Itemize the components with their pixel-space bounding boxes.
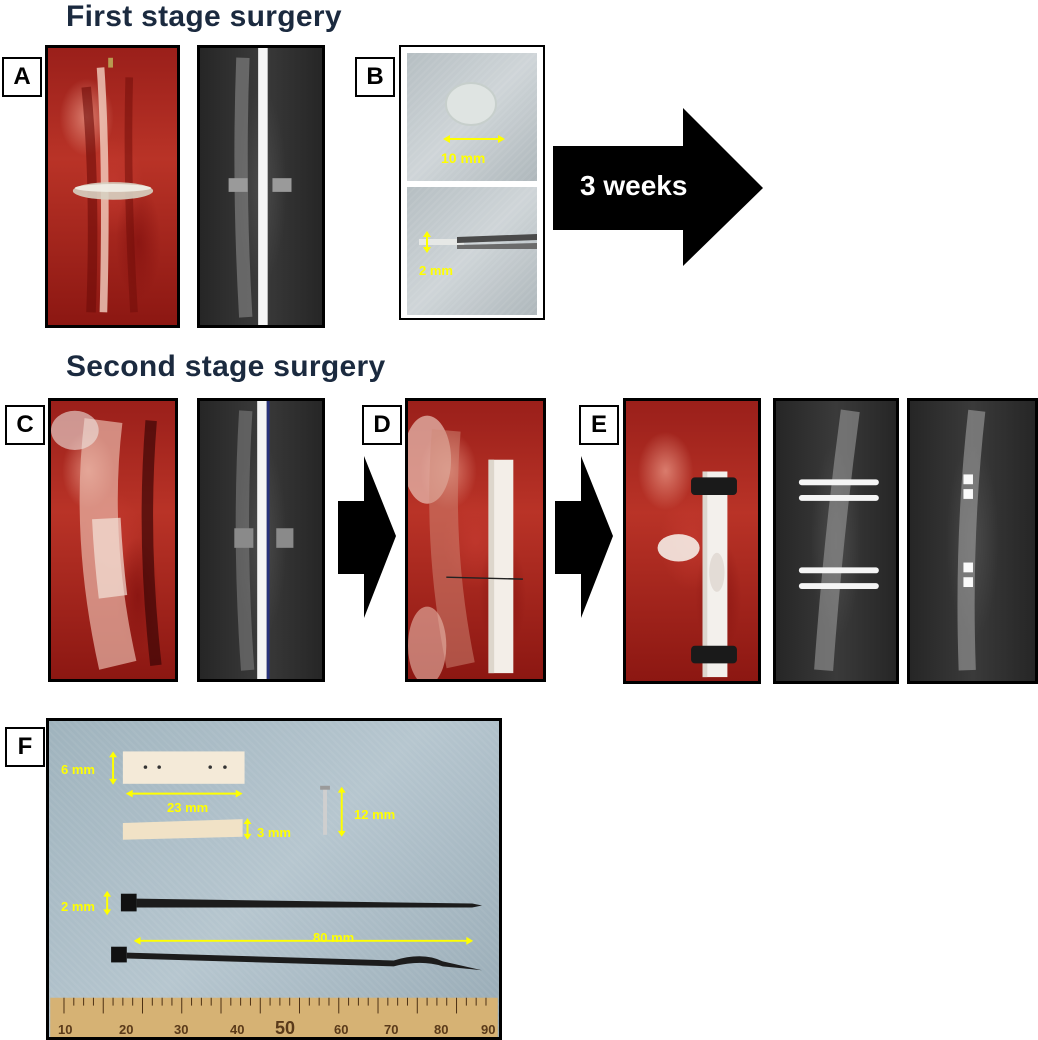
ruler-tick-20: 20 (119, 1022, 134, 1037)
panel-e-ct-sagittal (907, 398, 1038, 684)
panel-e-illustration (657, 471, 737, 678)
panel-b-spacer-top-photo (407, 53, 537, 181)
ruler-tick-80: 80 (434, 1022, 449, 1037)
tie-width-label: 2 mm (61, 899, 95, 914)
ruler-tick-90: 90 (481, 1022, 496, 1037)
panel-a-label: A (2, 57, 42, 97)
panel-e-surgical-photo (623, 398, 761, 684)
panel-b-label: B (355, 57, 395, 97)
stage2-arrow-2 (555, 456, 613, 618)
three-weeks-arrow (553, 108, 763, 266)
panel-c-ct-scan (197, 398, 325, 682)
panel-a-illustration (72, 57, 154, 313)
panel-a-ct-scan (197, 45, 325, 328)
tie-length-label: 80 mm (313, 930, 355, 945)
ct-scan-c-illustration (234, 401, 294, 679)
panel-e-ct-coronal (773, 398, 899, 684)
spacer-side-illustration (419, 231, 537, 253)
ruler-tick-40: 40 (230, 1022, 245, 1037)
panel-d-label: D (362, 405, 402, 445)
spacer-disc-illustration (443, 82, 505, 143)
stage2-arrow-1 (338, 456, 396, 618)
panel-d-surgical-photo (405, 398, 546, 682)
ruler-tick-10: 10 (58, 1022, 73, 1037)
ruler-tick-50: 50 (275, 1018, 296, 1038)
ruler-tick-70: 70 (384, 1022, 399, 1037)
panel-f-label: F (5, 727, 45, 767)
panel-c-illustration (51, 410, 162, 670)
spacer-thickness-label: 2 mm (419, 263, 453, 278)
panel-f-illustration (50, 751, 498, 1037)
ruler-tick-30: 30 (174, 1022, 189, 1037)
ruler-tick-60: 60 (334, 1022, 349, 1037)
first-stage-title: First stage surgery (66, 0, 342, 33)
ct-scan-e1-illustration (798, 409, 879, 671)
ct-scan-e2-illustration (957, 409, 986, 671)
plate-length-label: 23 mm (167, 800, 209, 815)
spacer-diameter-label: 10 mm (441, 150, 486, 166)
plate-width-label: 6 mm (61, 762, 95, 777)
second-stage-title: Second stage surgery (66, 350, 386, 383)
ct-scan-a-illustration (228, 48, 292, 325)
panel-c-surgical-photo (48, 398, 178, 682)
panel-a-surgical-photo (45, 45, 180, 328)
panel-d-illustration (408, 415, 523, 679)
panel-e-label: E (579, 405, 619, 445)
three-weeks-label: 3 weeks (580, 170, 688, 201)
screw-length-label: 12 mm (354, 807, 396, 822)
panel-c-label: C (5, 405, 45, 445)
panel-f-implant-photo: 6 mm 23 mm 3 mm 12 mm 2 mm 80 mm 10 20 3… (46, 718, 502, 1040)
plate-thickness-label: 3 mm (257, 825, 291, 840)
panel-b-frame: 10 mm 2 mm (399, 45, 545, 320)
panel-b-spacer-side-photo (407, 187, 537, 315)
